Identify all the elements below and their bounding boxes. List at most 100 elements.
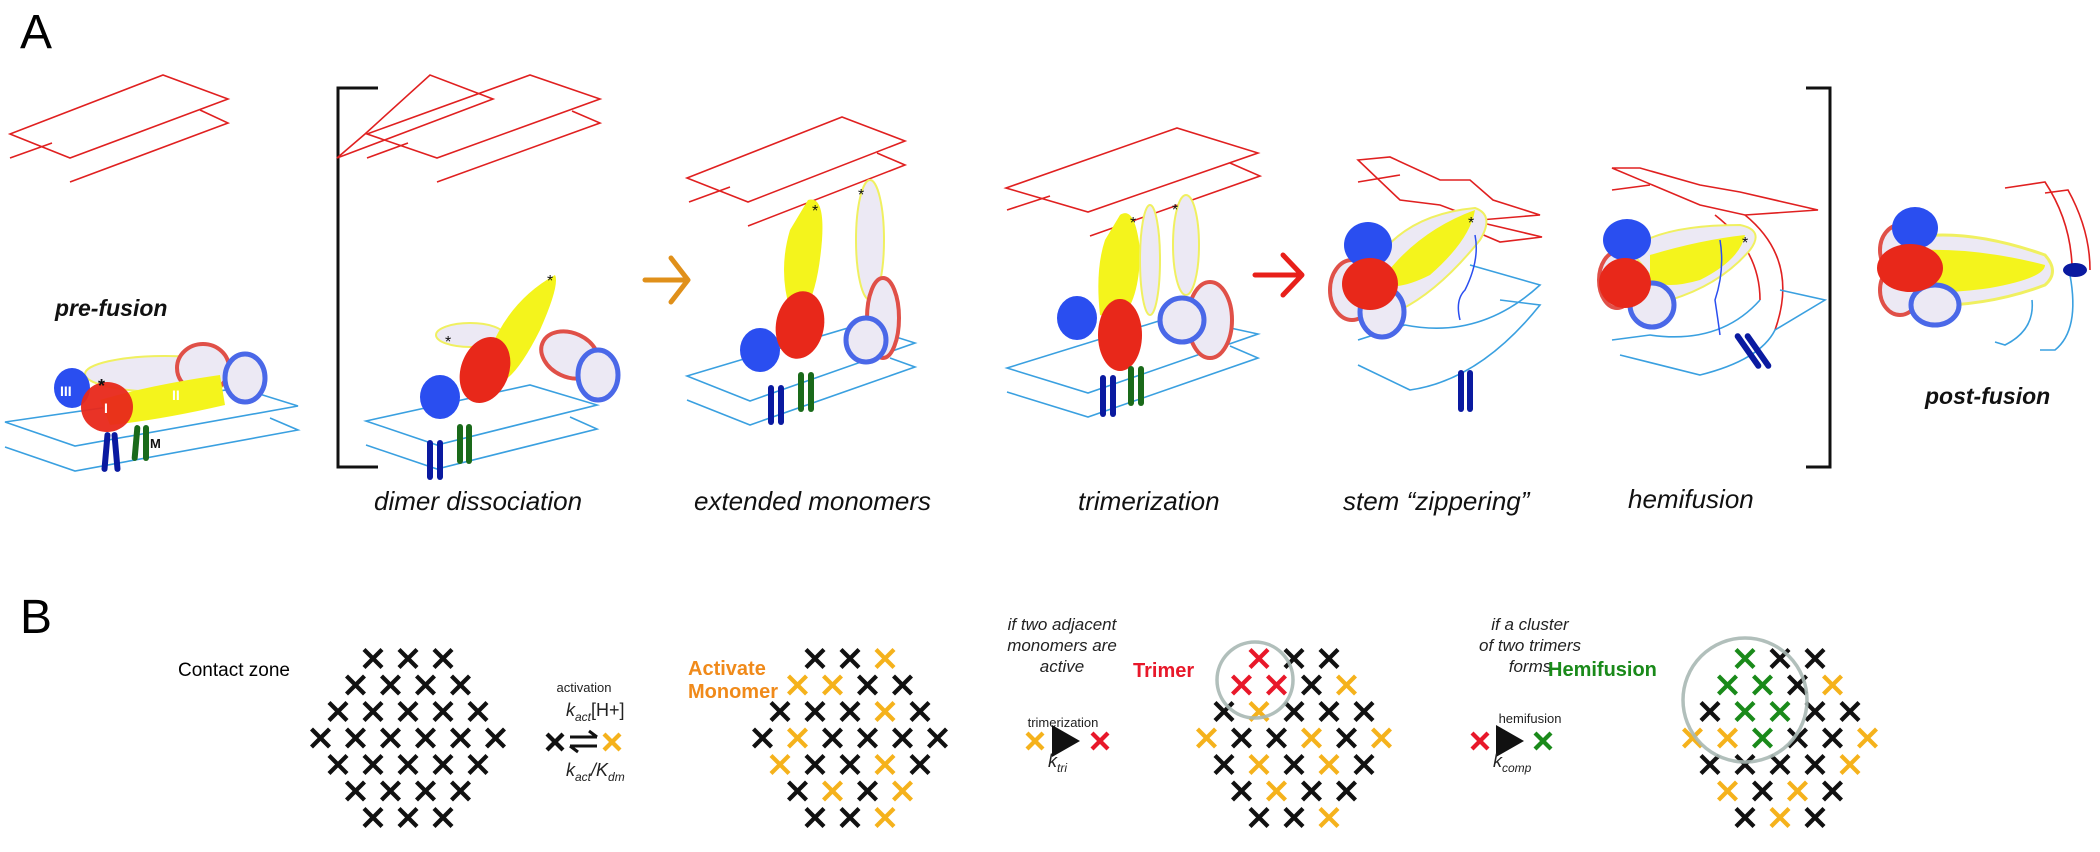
- trimer-x-icon: [1090, 731, 1110, 751]
- svg-text:hemifusion: hemifusion: [1499, 711, 1562, 726]
- active-monomer-x: [1266, 780, 1287, 802]
- active-monomer-x: [1839, 754, 1861, 775]
- active-monomer-x: [822, 674, 843, 696]
- inactive-monomer-x: [380, 780, 401, 802]
- inactive-monomer-x: [345, 727, 366, 749]
- inactive-monomer-x: [804, 807, 826, 828]
- inactive-monomer-x: [1336, 727, 1357, 749]
- inactive-monomer-x: [450, 674, 471, 696]
- svg-text:kcomp: kcomp: [1493, 751, 1532, 775]
- svg-text:monomers are: monomers are: [1007, 636, 1117, 655]
- activate-monomer-label-line2: Monomer: [688, 681, 778, 703]
- trimer-x: [1231, 674, 1252, 696]
- inactive-monomer-x: [804, 701, 826, 722]
- stage-label: pre-fusion: [54, 295, 167, 321]
- inactive-monomer-x: [362, 807, 384, 828]
- inactive-monomer-x: [839, 701, 861, 722]
- orange-arrow-icon: [642, 255, 691, 305]
- label-m: M: [150, 436, 161, 451]
- activation-equation: activation kact[H+] kact/Kdm: [545, 680, 625, 784]
- active-monomer-x: [1682, 727, 1703, 749]
- svg-text:active: active: [1040, 657, 1084, 676]
- inactive-monomer-x: [892, 674, 913, 696]
- stem-helix: [101, 432, 111, 472]
- active-monomer-x: [1248, 754, 1270, 775]
- inactive-monomer-x: [909, 754, 931, 775]
- trimer-x-icon: [1470, 731, 1490, 751]
- trimer-condition: if two adjacent monomers are active trim…: [1007, 615, 1117, 775]
- stage-label: trimerization: [1078, 486, 1220, 516]
- trimer-x: [1266, 674, 1287, 696]
- inactive-monomer-x: [1231, 727, 1252, 749]
- inactive-monomer-x: [804, 648, 826, 669]
- inactive-monomer-x: [1231, 780, 1252, 802]
- stage-label: hemifusion: [1628, 484, 1754, 514]
- active-monomer-x: [874, 701, 896, 722]
- inactive-monomer-x: [752, 727, 773, 749]
- svg-text:*: *: [1468, 215, 1474, 232]
- svg-text:ktri: ktri: [1048, 751, 1067, 775]
- tm-helix: [131, 425, 141, 461]
- svg-text:*: *: [812, 203, 818, 220]
- domain-iii-partner: [222, 351, 268, 405]
- inactive-monomer-x: [450, 780, 471, 802]
- svg-text:*: *: [1130, 215, 1136, 232]
- active-monomer-x: [1318, 807, 1340, 828]
- hemifused-x-icon: [1533, 731, 1553, 751]
- inactive-monomer-x: [1822, 780, 1843, 802]
- active-monomer-x: [1371, 727, 1392, 749]
- activation-forward-rate: kact[H+]: [566, 700, 625, 724]
- label-domain-i: I: [104, 400, 108, 416]
- inactive-monomer-x: [362, 648, 384, 669]
- inactive-monomer-x: [397, 701, 419, 722]
- active-monomer-x: [787, 674, 808, 696]
- inactive-monomer-x: [467, 754, 489, 775]
- inactive-monomer-x: [1804, 807, 1826, 828]
- inactive-monomer-x: [1283, 701, 1305, 722]
- hemifused-x: [1734, 701, 1756, 722]
- fusion-loop-marker: *: [98, 376, 105, 396]
- stage-dimer-dissociation: * * dimer dissociation: [336, 74, 621, 516]
- inactive-monomer-x: [1752, 780, 1773, 802]
- inactive-monomer-x: [839, 648, 861, 669]
- inactive-monomer-x: [1804, 648, 1826, 669]
- inactive-monomer-x: [432, 701, 454, 722]
- active-x-icon: [1025, 731, 1045, 751]
- active-monomer-x: [1318, 754, 1340, 775]
- panel-b-letter: B: [20, 591, 52, 644]
- svg-text:of two trimers: of two trimers: [1479, 636, 1582, 655]
- domain-i: [81, 382, 133, 432]
- lattice-contact-zone: [310, 648, 506, 828]
- inactive-monomer-x: [1318, 648, 1340, 669]
- activation-title: activation: [557, 680, 612, 695]
- active-monomer-x: [1336, 674, 1357, 696]
- trimer-cluster-circle: [1215, 640, 1295, 720]
- inactive-monomer-x: [769, 701, 791, 722]
- domain-iii: [54, 368, 90, 408]
- inactive-monomer-x: [397, 754, 419, 775]
- inactive-monomer-x: [787, 780, 808, 802]
- hemifusion-cluster-circle: [1681, 636, 1809, 764]
- inactive-monomer-x: [1318, 701, 1340, 722]
- contact-zone-label: Contact zone: [178, 660, 290, 681]
- inactive-monomer-x: [345, 674, 366, 696]
- inactive-monomer-x: [1734, 807, 1756, 828]
- stage-label: stem “zippering”: [1343, 486, 1531, 516]
- svg-text:*: *: [547, 273, 553, 290]
- inactive-monomer-x: [485, 727, 506, 749]
- inactive-monomer-x: [1213, 754, 1235, 775]
- active-monomer-x: [769, 754, 791, 775]
- inactive-monomer-x: [1699, 754, 1721, 775]
- activation-reverse-rate: kact/Kdm: [566, 760, 625, 784]
- inactive-monomer-x: [432, 807, 454, 828]
- inactive-monomer-x: [1283, 754, 1305, 775]
- active-monomer-x: [1717, 727, 1738, 749]
- inactive-monomer-x: [1336, 780, 1357, 802]
- inactive-monomer-x: [345, 780, 366, 802]
- stage-trimerization: * * trimerization: [1003, 127, 1263, 516]
- inactive-monomer-x: [839, 754, 861, 775]
- stage-post-fusion: post-fusion: [1877, 181, 2091, 409]
- active-monomer-x: [1025, 731, 1045, 751]
- inactive-monomer-x: [1266, 727, 1287, 749]
